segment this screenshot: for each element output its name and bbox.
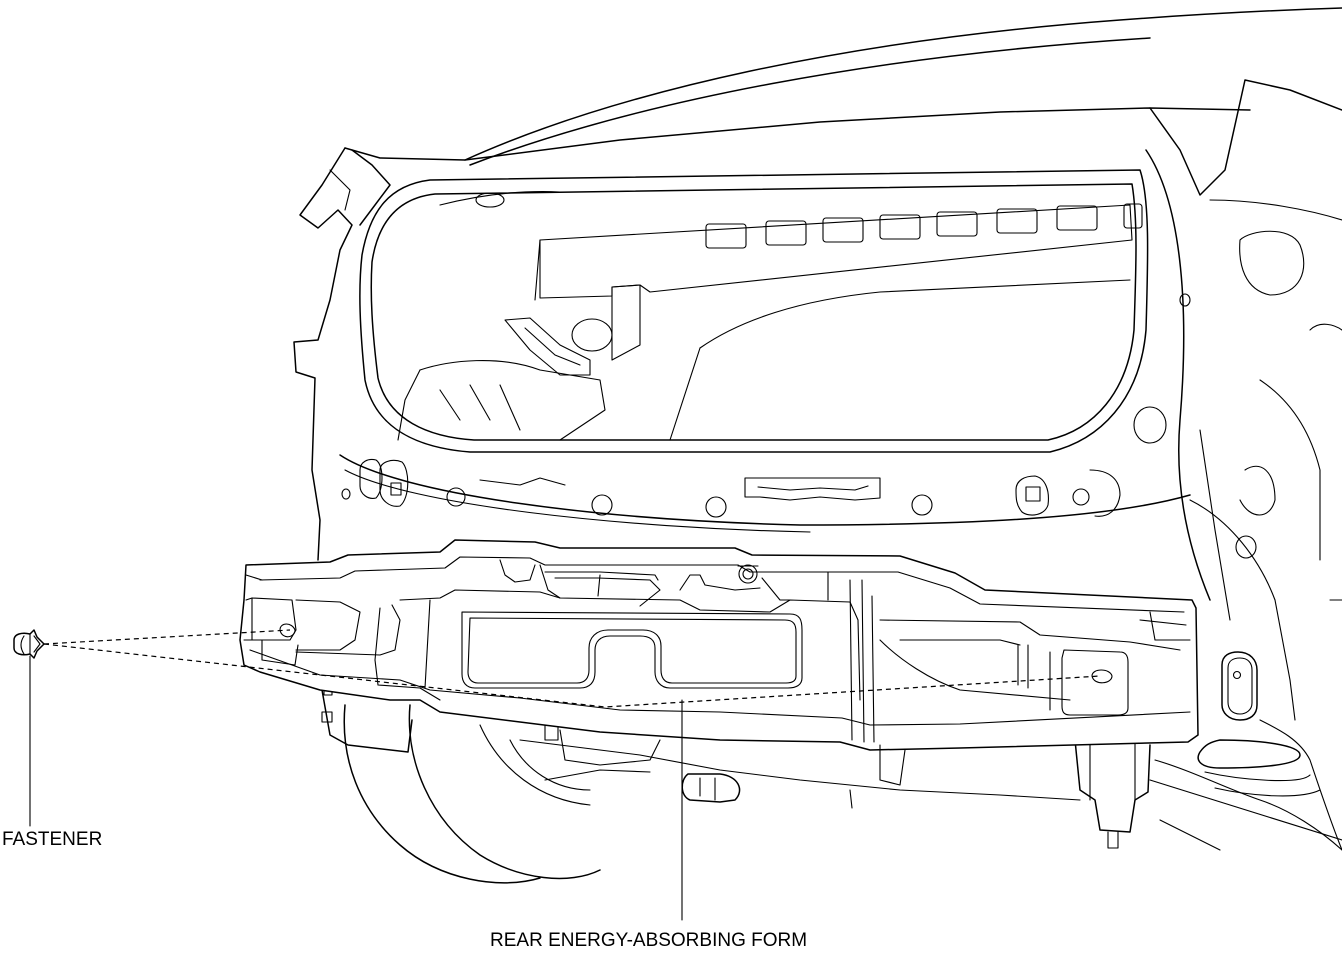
fastener-guide-lines bbox=[43, 629, 1101, 708]
rear-energy-absorbing-form-label: REAR ENERGY-ABSORBING FORM bbox=[490, 930, 808, 951]
vehicle-body bbox=[293, 7, 1342, 851]
rear-energy-absorbing-form bbox=[239, 539, 1199, 786]
label-leaders bbox=[29, 655, 683, 921]
fastener-label: FASTENER bbox=[2, 829, 103, 850]
panel-mount-holes bbox=[359, 458, 1121, 518]
fastener-clip bbox=[13, 629, 45, 659]
rear-wheel-assembly bbox=[321, 684, 1342, 884]
